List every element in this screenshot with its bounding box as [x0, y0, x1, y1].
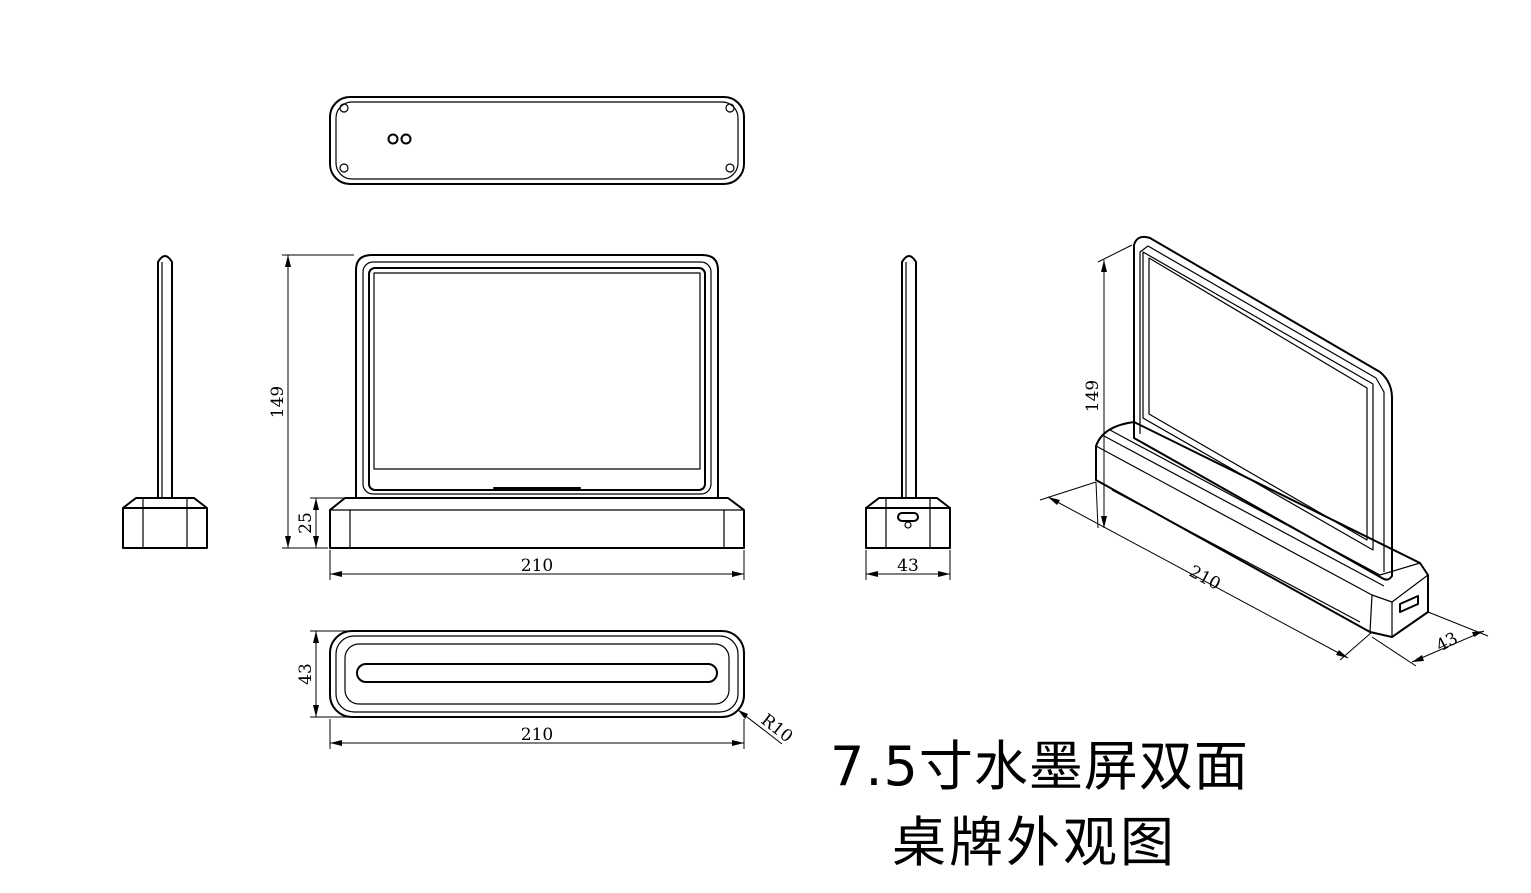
- usb-port-icon: [897, 512, 919, 529]
- screw-hole-icon: [339, 103, 349, 113]
- dimension-label: 43: [296, 663, 316, 685]
- dimension-label: 210: [521, 556, 553, 576]
- dimension-bottom-depth: 43: [296, 630, 350, 718]
- top-view: [329, 96, 745, 185]
- right-side-view: [865, 255, 951, 549]
- dimension-corner-radius: R10: [737, 709, 796, 747]
- dimension-label: R10: [757, 710, 796, 747]
- screw-hole-icon: [339, 163, 349, 173]
- screw-hole-icon: [725, 163, 735, 173]
- screw-hole-icon: [725, 103, 735, 113]
- dimension-base-height: 25: [296, 497, 344, 548]
- dimension-label: 149: [268, 386, 288, 418]
- dimension-front-width: 210: [329, 550, 745, 580]
- dimension-label: 43: [897, 556, 919, 576]
- dimension-bottom-width: 210: [329, 719, 745, 749]
- dimension-iso-width: 210: [1039, 481, 1373, 661]
- button-icon: [400, 133, 412, 145]
- drawing-title-line1: 7.5寸水墨屏双面: [830, 735, 1249, 798]
- drawing-title-line2: 桌牌外观图: [892, 811, 1177, 874]
- dimension-label: 149: [1083, 380, 1103, 412]
- dimension-label: 210: [1186, 562, 1224, 595]
- dimension-label: 210: [521, 725, 553, 745]
- dimension-label: 25: [296, 512, 316, 534]
- dimension-iso-depth: 43: [1371, 611, 1489, 667]
- dimension-total-height: 149: [268, 254, 354, 549]
- front-view: [329, 254, 745, 549]
- dimension-iso-height: 149: [1083, 244, 1133, 529]
- dimension-label: 43: [1433, 629, 1461, 657]
- left-side-view: [122, 255, 208, 549]
- dimension-side-depth: 43: [865, 550, 951, 580]
- isometric-view: [1095, 235, 1429, 638]
- button-icon: [387, 133, 399, 145]
- usb-port-icon: [1399, 595, 1419, 613]
- bottom-view: [329, 630, 745, 718]
